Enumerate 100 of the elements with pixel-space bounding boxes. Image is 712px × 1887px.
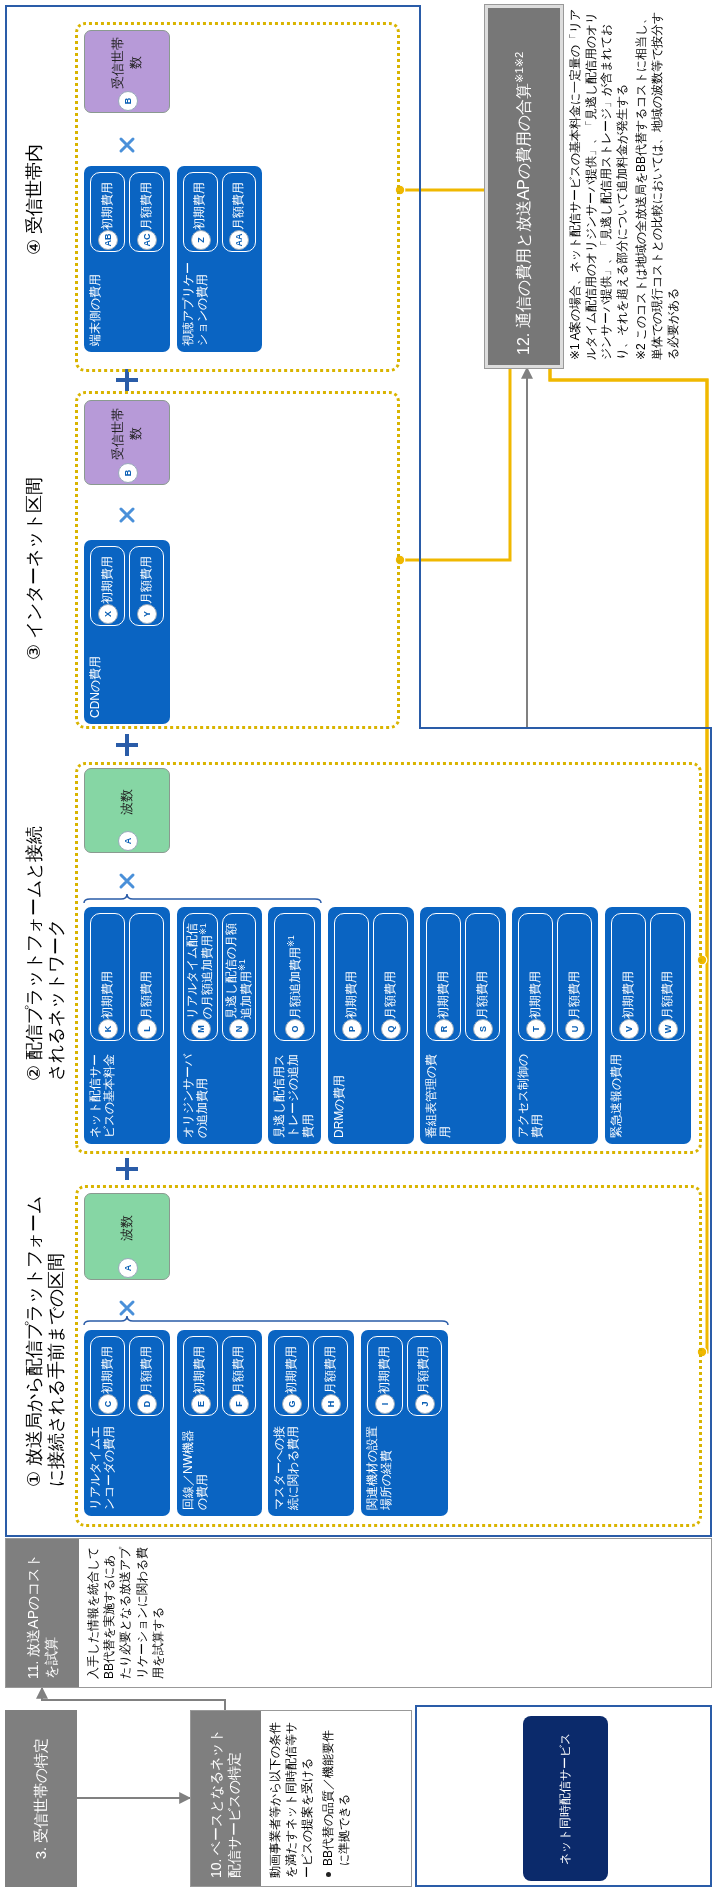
item-letter: K <box>98 1019 118 1039</box>
cost-label: 初期費用 <box>436 970 451 1019</box>
cost-box <box>328 907 414 1144</box>
cost-title: リアルタイムエンコーダの費用 <box>88 1425 117 1510</box>
cost-label: 月額費用 <box>139 970 154 1019</box>
cost-title: 回線／NW機器の費用 <box>181 1429 210 1510</box>
cost-title: 緊急速報の費用 <box>609 1053 624 1138</box>
item-letter: W <box>658 1019 678 1039</box>
item-letter: T <box>526 1019 546 1039</box>
item-letter: R <box>434 1019 454 1039</box>
cost-label: 初期費用 <box>378 1345 392 1394</box>
count-label: 受信世帯数 <box>109 406 144 462</box>
cost-item <box>650 913 685 1041</box>
item-letter: A <box>118 831 138 851</box>
cost-box <box>512 907 598 1144</box>
count-box <box>84 768 170 853</box>
cost-box <box>177 907 262 1144</box>
cost-box <box>268 1330 354 1516</box>
bullet-item: BB代替の品質／機能要件に準拠できる <box>319 1729 352 1866</box>
count-label: 受信世帯数 <box>109 35 144 90</box>
service-name: ネット同時配信サービス <box>557 1732 573 1865</box>
cost-item <box>221 1336 256 1416</box>
cost-label: 月額費用 <box>417 1345 431 1394</box>
item-letter: N <box>229 1019 250 1039</box>
cost-label: 月額費用 <box>139 1345 154 1394</box>
cost-box <box>84 1330 170 1516</box>
cost-item <box>183 913 218 1041</box>
cost-item <box>274 1336 309 1416</box>
item-letter: U <box>565 1019 585 1039</box>
cost-label: 月額費用 <box>232 181 246 230</box>
cost-label: 初期費用 <box>100 181 115 230</box>
cost-item <box>221 172 256 252</box>
item-letter: A <box>118 1258 138 1278</box>
item-letter: Z <box>190 230 211 250</box>
cost-label: 月額費用 <box>660 970 675 1019</box>
connector-line <box>394 184 485 196</box>
count-label: 波数 <box>118 787 135 817</box>
cost-item <box>334 913 369 1041</box>
cost-item <box>183 1336 218 1416</box>
cost-item <box>373 913 408 1041</box>
item-letter: C <box>98 1394 118 1414</box>
item-letter: Q <box>381 1019 401 1039</box>
section-title: ② 配信プラットフォームと接続されるネットワーク <box>24 824 67 1081</box>
cost-box <box>84 540 170 724</box>
section-title: ③ インターネット区間 <box>24 476 45 660</box>
cost-title: 番組表管理の費用 <box>424 1053 453 1138</box>
arrow <box>76 1792 192 1804</box>
step-title: 3. 受信世帯の特定 <box>31 1737 50 1860</box>
cost-item <box>367 1336 403 1416</box>
step-box <box>5 1710 77 1887</box>
item-letter: H <box>321 1394 341 1414</box>
cost-item <box>129 1336 164 1416</box>
cost-box <box>361 1330 448 1516</box>
cost-label: 月額費用 <box>475 970 490 1019</box>
item-letter: J <box>414 1394 435 1414</box>
footnote: ※1 A案の場合、ネット配信サービスの基本料金に一定量の「リアルタイム配信用のオリジンサーバ提供」、「見逃し配信用のオリジンサーバ提供」、「見逃し配信用ストレージ」が含まれており、それを超える部分について追加料金が発生する <box>568 7 630 360</box>
item-letter: V <box>619 1019 639 1039</box>
cost-item <box>611 913 646 1041</box>
count-box <box>84 30 170 113</box>
cost-item <box>221 913 256 1041</box>
step-box <box>5 1538 712 1688</box>
step-description: 入手した情報を統合してBB代替を実施するにあたり必要となる放送アプリケーションに関わる費用を試算する <box>85 1547 166 1679</box>
item-letter: P <box>342 1019 362 1039</box>
cost-box <box>177 166 262 352</box>
cost-item <box>465 913 500 1041</box>
item-letter: E <box>190 1394 211 1414</box>
cost-item <box>90 172 125 252</box>
cost-item <box>313 1336 348 1416</box>
cost-box <box>420 907 506 1144</box>
cost-item <box>183 172 218 252</box>
cost-label: 初期費用 <box>344 970 359 1019</box>
step-title: 10. ベースとなるネット配信サービスの特定 <box>191 1711 261 1886</box>
cost-title: DRMの費用 <box>332 1073 347 1138</box>
cost-item <box>90 913 125 1041</box>
cost-title: CDNの費用 <box>88 655 103 718</box>
cost-item <box>129 546 164 626</box>
cost-title: オリジンサーバの追加費用 <box>181 1053 210 1138</box>
cost-title: アクセス制御の費用 <box>516 1053 545 1138</box>
connector-line <box>394 368 512 566</box>
item-letter: M <box>190 1019 211 1039</box>
cost-label: 月額費用 <box>139 181 154 230</box>
item-letter: Y <box>137 604 157 624</box>
item-letter: O <box>285 1019 305 1039</box>
cost-label: 月額費用 <box>323 1345 338 1394</box>
connector-line <box>548 368 709 966</box>
cost-title: 見逃し配信用ストレージの追加費用 <box>272 1053 316 1138</box>
cost-label: 月額費用 <box>383 970 398 1019</box>
cost-item <box>90 546 125 626</box>
arrow <box>36 1686 226 1711</box>
cost-label: 初期費用 <box>100 970 115 1019</box>
frame <box>5 5 712 1537</box>
cost-item <box>426 913 461 1041</box>
count-box <box>84 1193 170 1280</box>
cost-label: 初期費用 <box>100 1345 115 1394</box>
section-title: ④ 受信世帯内 <box>24 143 45 255</box>
cost-title: ネット配信サービスの基本料金 <box>88 1053 117 1138</box>
footnote: ※2 このコストは地域の全放送局をBB代替するコストに相当し、単体での現行コストとの比較においては、地域の波数等で按分する必要がある <box>634 10 681 360</box>
cost-label: 初期費用 <box>284 1345 299 1394</box>
cost-item <box>557 913 592 1041</box>
item-letter: S <box>473 1019 493 1039</box>
